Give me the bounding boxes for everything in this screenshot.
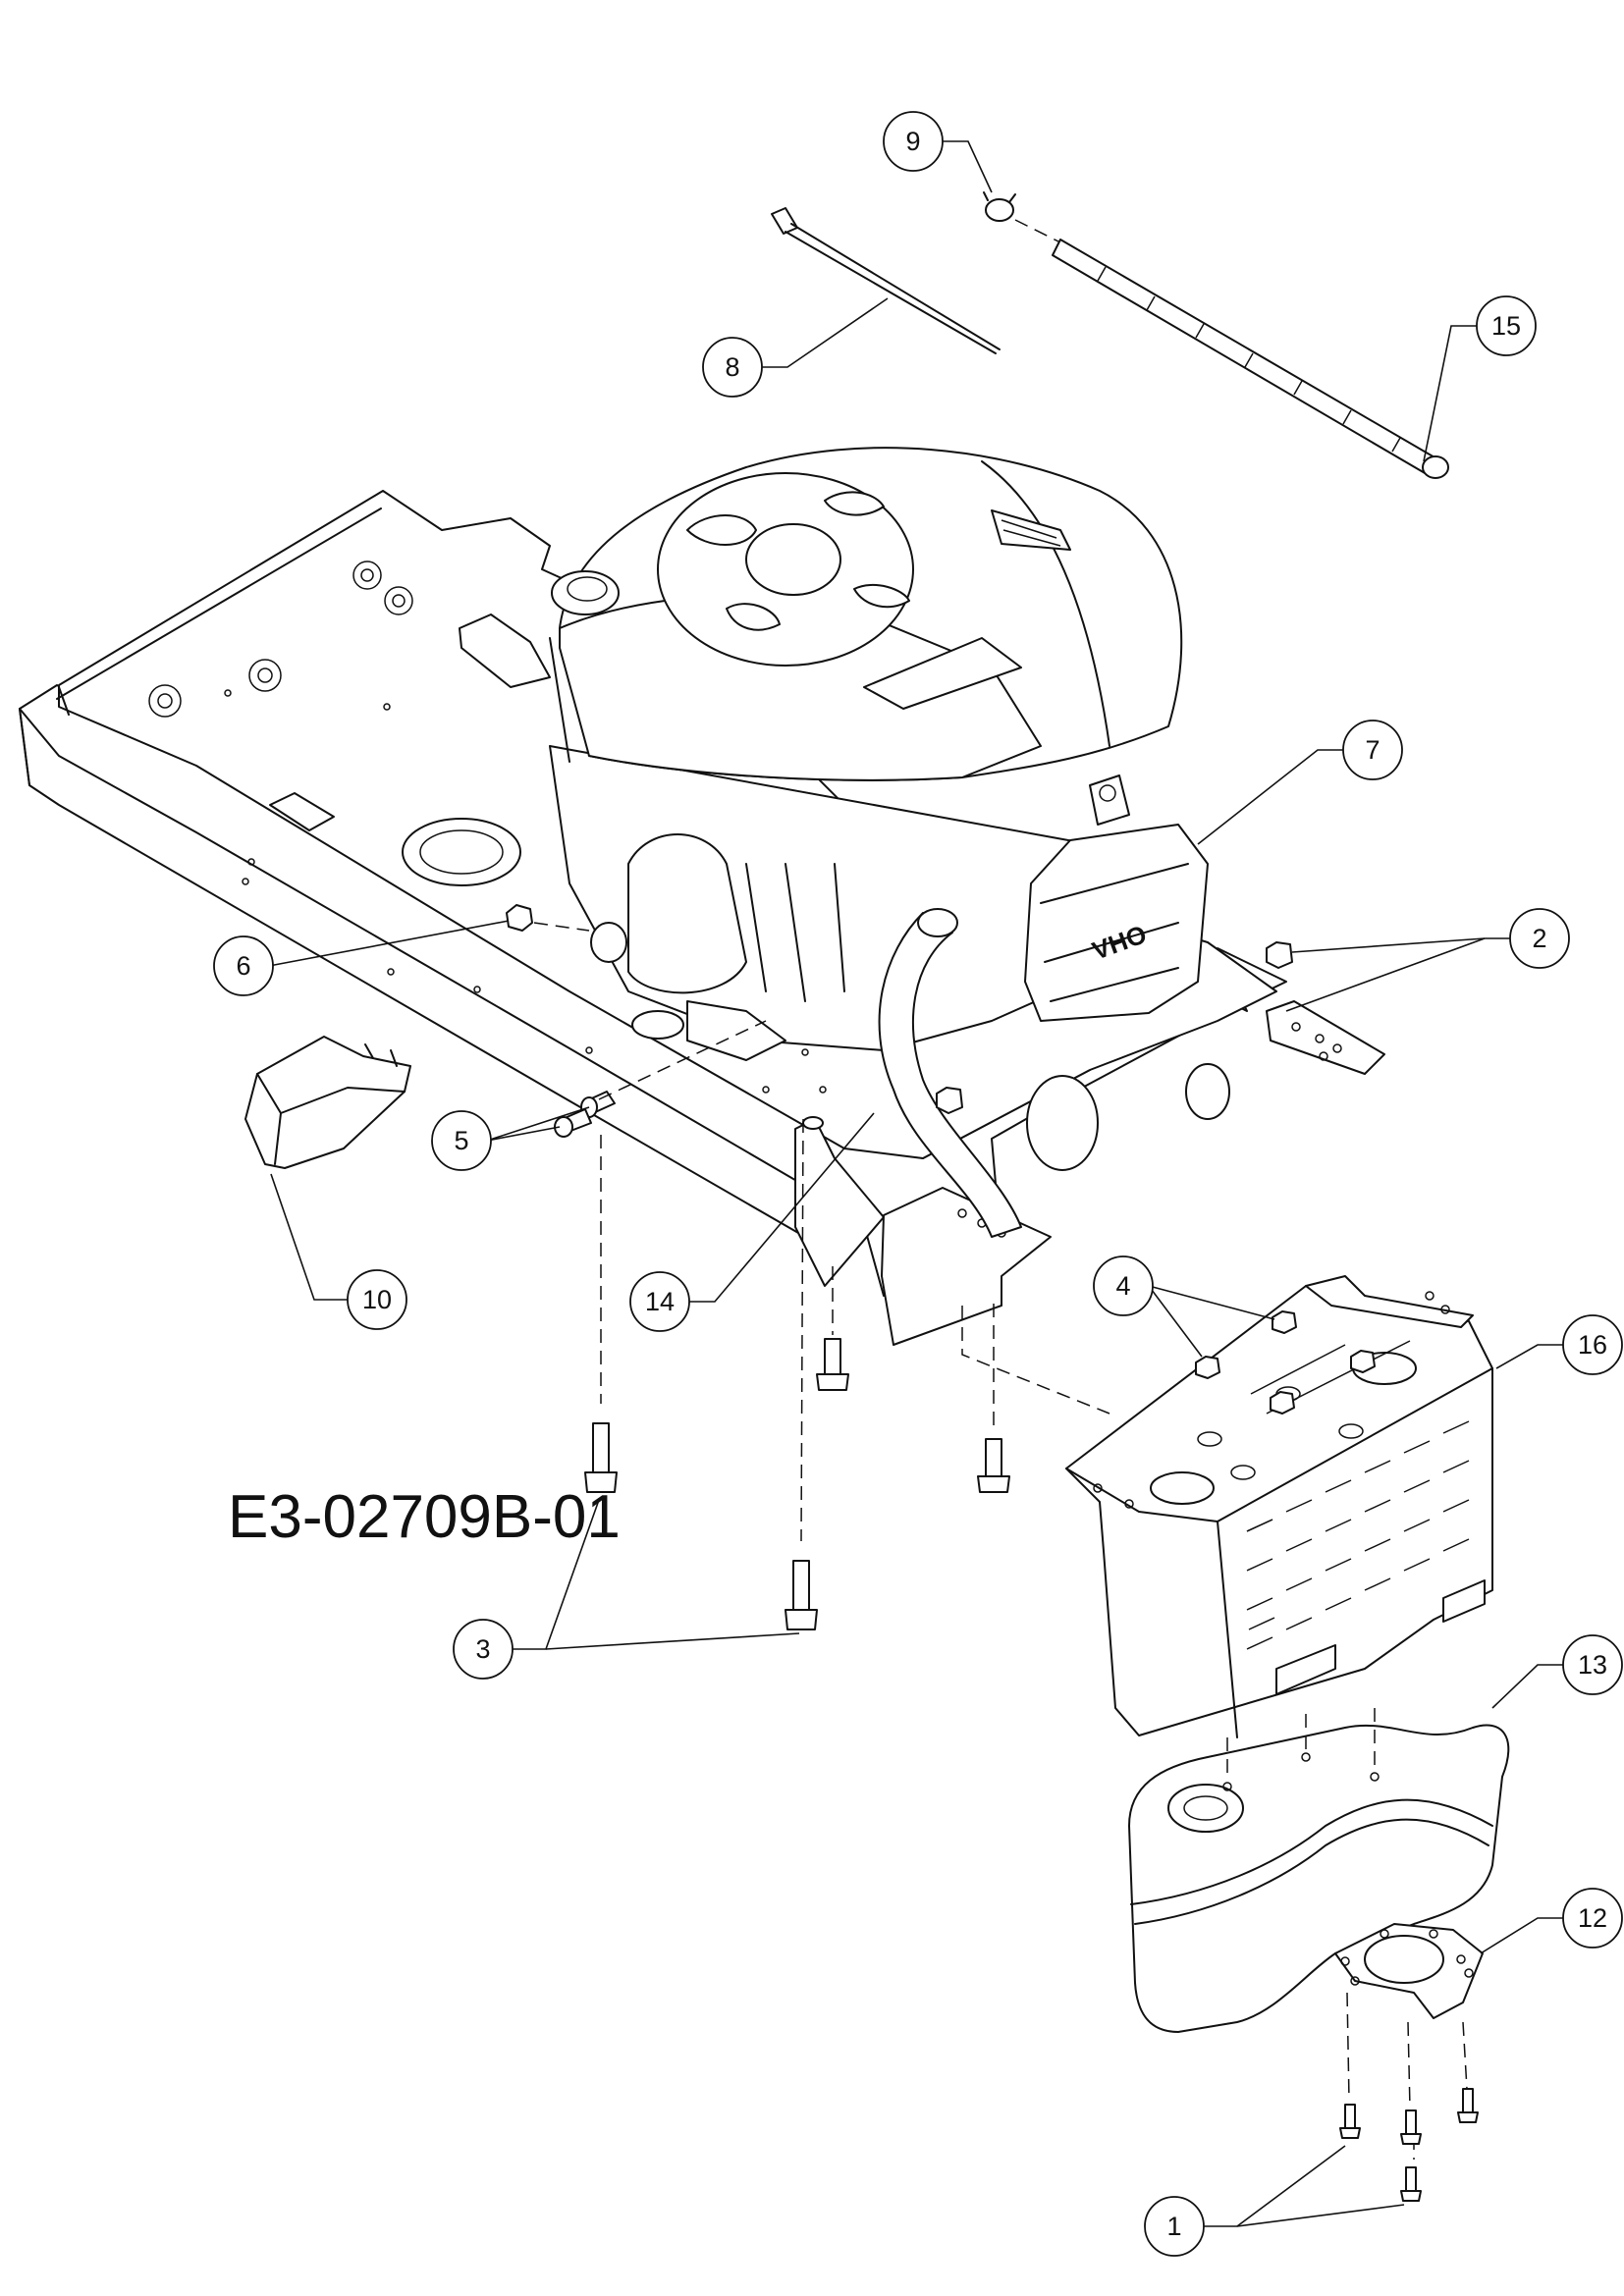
part-10-heat-shield [244, 1036, 411, 1169]
part-1-screws [1339, 1992, 1479, 2202]
svg-text:3: 3 [475, 1634, 490, 1664]
callout-9: 9 [883, 111, 944, 172]
drawing-code: E3-02709B-01 [228, 1483, 621, 1551]
mount-bracket-center [881, 1187, 1052, 1346]
svg-text:2: 2 [1532, 924, 1546, 953]
part-3-bolts [584, 1118, 1110, 1630]
callout-8: 8 [702, 337, 763, 398]
callout-14: 14 [629, 1271, 690, 1332]
svg-text:15: 15 [1491, 311, 1521, 341]
callout-7: 7 [1342, 720, 1403, 780]
part-13-muffler [1128, 1708, 1510, 2033]
callout-6: 6 [213, 935, 274, 996]
callout-1: 1 [1144, 2196, 1205, 2257]
callout-12: 12 [1562, 1888, 1623, 1949]
part-2-flange-nuts [936, 941, 1293, 1114]
svg-text:9: 9 [905, 127, 920, 156]
part-4-nuts [1195, 1310, 1376, 1415]
callout-13: 13 [1562, 1634, 1623, 1695]
engine-shroud [549, 447, 1183, 781]
part-14-exhaust-pipe [878, 908, 1022, 1238]
callouts: 9 8 15 7 2 6 5 4 16 14 10 3 13 12 1 [213, 111, 1623, 2257]
part-9-hose-clamp [983, 191, 1016, 222]
callout-5: 5 [431, 1110, 492, 1171]
svg-text:12: 12 [1578, 1903, 1607, 1933]
callout-3: 3 [453, 1619, 514, 1680]
svg-text:5: 5 [454, 1126, 468, 1155]
svg-text:1: 1 [1166, 2212, 1181, 2241]
svg-text:4: 4 [1115, 1271, 1130, 1301]
part-15-fuel-line [1014, 219, 1449, 479]
callout-15: 15 [1476, 295, 1537, 356]
svg-text:14: 14 [645, 1287, 675, 1316]
part-6-nut [506, 904, 590, 932]
part-12-flange-plate [1334, 1923, 1484, 2019]
svg-text:16: 16 [1578, 1330, 1607, 1360]
svg-text:13: 13 [1578, 1650, 1607, 1680]
svg-text:10: 10 [362, 1285, 392, 1314]
svg-text:8: 8 [725, 352, 739, 382]
svg-text:6: 6 [236, 951, 250, 981]
callout-4: 4 [1093, 1255, 1154, 1316]
callout-10: 10 [347, 1269, 407, 1330]
part-8-cable-tie [771, 207, 1001, 354]
svg-text:7: 7 [1365, 735, 1380, 765]
mount-bracket-right [1266, 1000, 1385, 1075]
leader-lines [244, 140, 1563, 2227]
part-16-muffler-guard [1065, 1275, 1493, 1738]
callout-2: 2 [1509, 908, 1570, 969]
part-7-air-filter-cover: OHV [1024, 774, 1209, 1022]
callout-16: 16 [1562, 1314, 1623, 1375]
